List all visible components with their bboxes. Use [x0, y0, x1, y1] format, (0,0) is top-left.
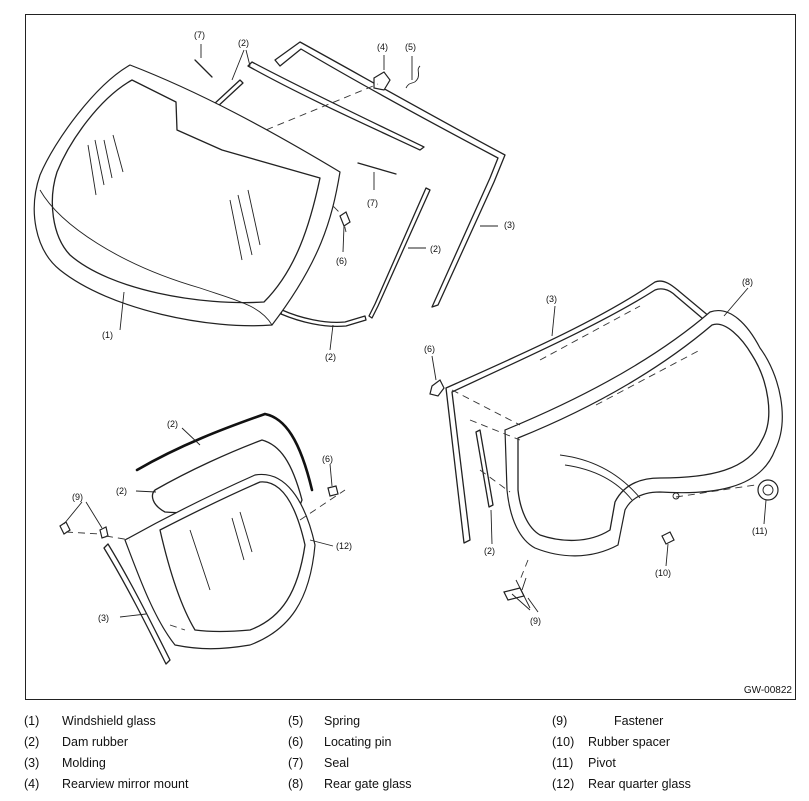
rear-quarter-glass: [124, 473, 316, 650]
legend-label: Rear quarter glass: [588, 777, 691, 791]
callout-12: (12): [336, 541, 352, 551]
callout-2-quarter-loop: (2): [116, 486, 127, 496]
callout-1: (1): [102, 330, 113, 340]
callout-7-top: (7): [194, 30, 205, 40]
spring-part: [405, 65, 421, 89]
dam-rubber-top: [247, 61, 425, 151]
callout-6-windshield: (6): [336, 256, 347, 266]
locating-pin-windshield: [339, 211, 351, 227]
legend-label: Fastener: [614, 714, 664, 728]
legend-num: (5): [288, 714, 304, 728]
callout-2-rear-gate: (2): [484, 546, 495, 556]
legend-label: Molding: [62, 756, 106, 770]
diagram-code: GW-00822: [743, 685, 792, 696]
callout-6-quarter: (6): [322, 454, 333, 464]
pivot-part: [757, 479, 779, 501]
windshield-glass: [33, 64, 341, 327]
legend-num: (10): [552, 735, 575, 749]
legend-num: (2): [24, 735, 40, 749]
callout-labels: (1) (2) (2) (2) (2) (2) (2) (3) (3) (3) …: [72, 30, 767, 626]
callout-8: (8): [742, 277, 753, 287]
legend-label: Seal: [324, 756, 350, 770]
legend-label: Windshield glass: [62, 714, 156, 728]
dam-rubber-bottom: [280, 309, 367, 328]
windshield-molding: [274, 41, 506, 308]
callout-3-windshield: (3): [504, 220, 515, 230]
legend-num: (4): [24, 777, 40, 791]
parts-legend: (1) Windshield glass (2) Dam rubber (3) …: [0, 712, 809, 801]
callout-9-quarter: (9): [72, 492, 83, 502]
callout-5: (5): [405, 42, 416, 52]
legend-num: (3): [24, 756, 40, 770]
legend-num: (9): [552, 714, 568, 728]
rear-quarter-group: [59, 412, 346, 665]
dam-rubber-right: [368, 187, 431, 319]
callout-4: (4): [377, 42, 388, 52]
callout-3-quarter: (3): [98, 613, 109, 623]
legend-label: Dam rubber: [62, 735, 128, 749]
callout-6-rear-gate: (6): [424, 344, 435, 354]
rear-quarter-molding: [103, 543, 171, 665]
callout-2-quarter-top: (2): [167, 419, 178, 429]
callout-11: (11): [752, 526, 767, 536]
windshield-group: [33, 41, 506, 328]
leader-lines: [119, 44, 767, 618]
legend-label: Spring: [324, 714, 361, 728]
seal-part: [357, 162, 397, 175]
legend-num: (7): [288, 756, 304, 770]
rear-quarter-dam-rubber: [135, 412, 314, 492]
rear-gate-group: [429, 280, 783, 611]
rear-quarter-inner-edge: [159, 481, 306, 633]
windshield-inner-edge: [51, 79, 321, 304]
legend-label: Rubber spacer: [588, 735, 670, 749]
rear-gate-inner-edge: [517, 323, 770, 542]
callout-2-windshield-right: (2): [430, 244, 441, 254]
locating-pin-quarter: [327, 485, 339, 497]
rubber-spacer-part: [661, 531, 675, 545]
legend-label: Pivot: [588, 756, 616, 770]
callout-7-middle: (7): [367, 198, 378, 208]
locating-pin-rear-gate: [429, 379, 445, 397]
legend-num: (8): [288, 777, 304, 791]
seal-part-2: [194, 59, 213, 78]
legend-num: (12): [552, 777, 575, 791]
rear-quarter-dam-rubber-loop: [151, 439, 303, 514]
legend-label: Locating pin: [324, 735, 392, 749]
rear-gate-molding: [445, 280, 741, 544]
callout-3-rear-gate: (3): [546, 294, 557, 304]
legend-num: (1): [24, 714, 40, 728]
rear-gate-dam-rubber-side: [475, 429, 494, 508]
legend-label: Rear gate glass: [324, 777, 412, 791]
callout-2-windshield-top: (2): [238, 38, 249, 48]
legend-label: Rearview mirror mount: [62, 777, 189, 791]
legend-num: (6): [288, 735, 304, 749]
callout-2-windshield-bottom: (2): [325, 352, 336, 362]
mirror-mount-part: [373, 71, 391, 91]
callout-9-rear-gate: (9): [530, 616, 541, 626]
callout-10: (10): [655, 568, 671, 578]
rear-gate-glass: [504, 310, 783, 557]
legend-num: (11): [552, 756, 574, 770]
